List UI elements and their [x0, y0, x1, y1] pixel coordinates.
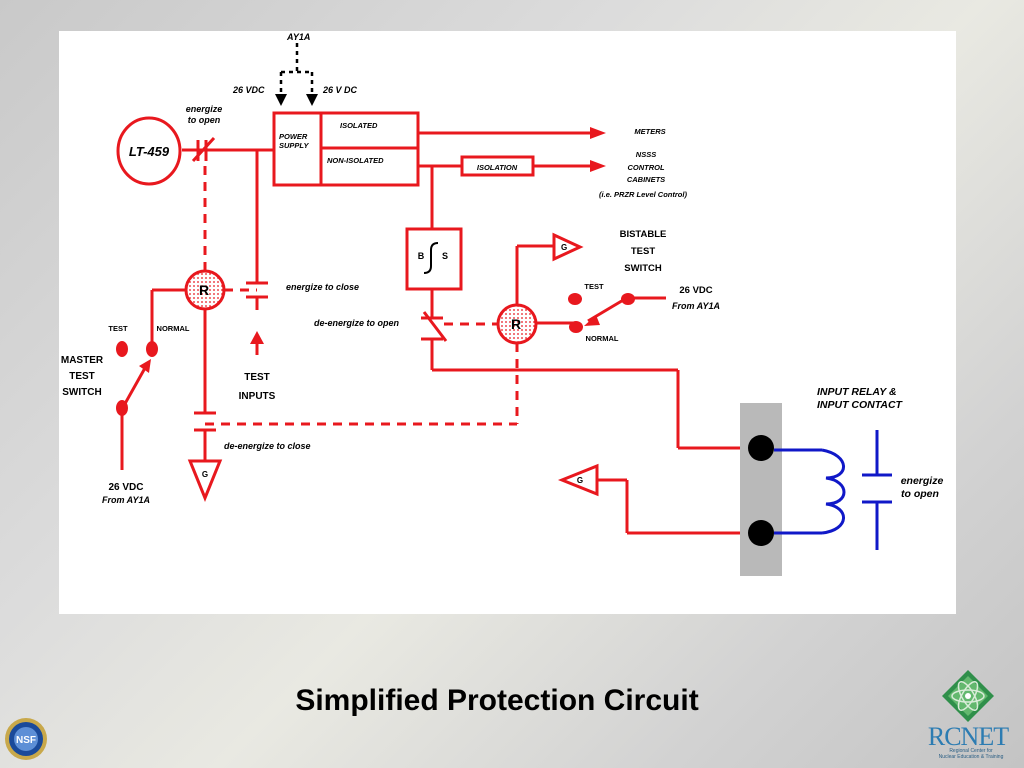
test-inputs-label-2: INPUTS [239, 391, 276, 402]
meters-label: METERS [634, 127, 665, 136]
red-wiring [120, 131, 745, 535]
bistable-contact [421, 311, 448, 342]
master-label-3: SWITCH [62, 387, 101, 398]
relay-terminal-bottom [748, 520, 774, 546]
supply-right-label-2: From AY1A [672, 301, 720, 311]
input-relay-label-1: INPUT RELAY & [817, 386, 897, 398]
supply-right-label-1: 26 VDC [679, 285, 712, 296]
ay1a-label: AY1A [286, 32, 310, 42]
ay1a-arrow-left [275, 94, 287, 106]
vdc-right-label: 26 V DC [322, 85, 358, 95]
lt-energize-label-2: to open [188, 115, 221, 125]
coil-energize-label-2: to open [901, 488, 939, 500]
svg-text:R: R [511, 316, 521, 332]
left-bottom-contact [194, 411, 216, 432]
bistable-s-label: S [442, 251, 448, 261]
vdc-left-label: 26 VDC [232, 85, 265, 95]
master-normal-label: NORMAL [157, 324, 190, 333]
test-inputs-label-1: TEST [244, 372, 270, 383]
deenergize-open-label: de-energize to open [314, 318, 400, 328]
protection-circuit-diagram: AY1A 26 VDC 26 V DC [61, 32, 944, 576]
master-label-2: TEST [69, 371, 95, 382]
isolation-label: ISOLATION [477, 163, 518, 172]
ay1a-arrow-right [306, 94, 318, 106]
power-label-2: SUPPLY [279, 141, 309, 150]
rcnet-subtitle: Regional Center for Nuclear Education & … [926, 748, 1016, 760]
energize-close-label: energize to close [286, 282, 359, 292]
slide-title: Simplified Protection Circuit [295, 684, 699, 717]
rcnet-subtitle-line-1: Regional Center for [949, 748, 993, 754]
isolated-label: ISOLATED [340, 121, 378, 130]
deenergize-close-label: de-energize to close [224, 441, 311, 451]
supply-left-label-1: 26 VDC [108, 482, 143, 493]
bistable-box: B S [405, 227, 463, 291]
test-input-arrow [250, 331, 264, 344]
input-contact [862, 430, 892, 550]
supply-left-label-2: From AY1A [102, 495, 150, 505]
ground-top: G [552, 232, 584, 262]
bistable-label-1: BISTABLE [620, 229, 667, 240]
relay-terminal-top [748, 435, 774, 461]
svg-text:G: G [202, 470, 208, 479]
input-relay-block [740, 403, 782, 576]
ground-left: G [187, 459, 223, 502]
nsss-label-4: (i.e. PRZR Level Control) [599, 190, 687, 199]
rcnet-wordmark: RCNET [927, 722, 1009, 751]
nsf-logo: NSF [5, 718, 47, 760]
power-supply-box [272, 111, 420, 187]
master-test-label: TEST [108, 324, 128, 333]
lt459-transmitter: LT-459 [116, 116, 182, 186]
bistable-test-switch [568, 293, 635, 333]
nsss-label-2: CONTROL [627, 163, 664, 172]
rcnet-logo: RCNET Regional Center for Nuclear Educat… [918, 668, 1018, 766]
input-relay-label-2: INPUT CONTACT [817, 399, 904, 411]
svg-text:G: G [577, 476, 583, 485]
bistable-test-label: TEST [584, 282, 604, 291]
lt-contact [191, 136, 216, 163]
non-isolated-label: NON-ISOLATED [327, 156, 384, 165]
master-switch [116, 341, 158, 416]
nsss-label-3: CABINETS [627, 175, 665, 184]
rcnet-atom-icon [942, 670, 994, 722]
coil-energize-label-1: energize [901, 475, 944, 487]
isolation-box [460, 155, 535, 177]
ground-bottom: G [557, 463, 599, 497]
lt-energize-label-1: energize [186, 104, 223, 114]
power-label-1: POWER [279, 132, 308, 141]
meters-arrow [590, 127, 606, 139]
diagram-panel: AY1A 26 VDC 26 V DC [59, 31, 956, 614]
ay1a-feed [279, 43, 314, 96]
test-input-contact [246, 281, 268, 299]
bistable-normal-label: NORMAL [586, 334, 619, 343]
svg-text:R: R [199, 282, 209, 298]
nsss-arrow [590, 160, 606, 172]
bistable-b-label: B [418, 251, 425, 261]
relay-left: R [184, 269, 226, 311]
nsf-logo-text: NSF [16, 735, 36, 746]
bistable-label-3: SWITCH [624, 263, 662, 274]
svg-text:G: G [561, 243, 567, 252]
nsss-label-1: NSSS [636, 150, 656, 159]
master-label-1: MASTER [61, 355, 104, 366]
input-coil [774, 448, 846, 535]
bistable-label-2: TEST [631, 246, 655, 257]
lt459-label: LT-459 [129, 144, 170, 159]
rcnet-subtitle-line-2: Nuclear Education & Training [938, 754, 1004, 760]
dashed-links [203, 166, 519, 426]
relay-right: R [496, 303, 538, 345]
